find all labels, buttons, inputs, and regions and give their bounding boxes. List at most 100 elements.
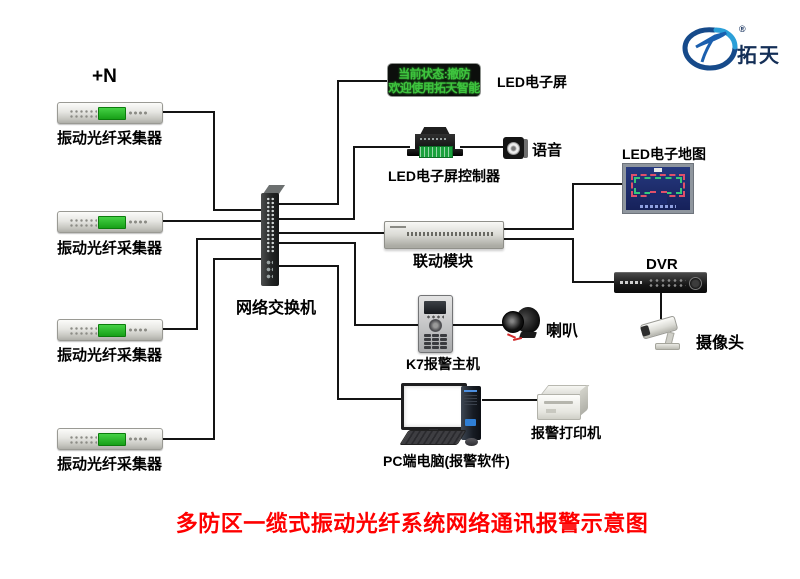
connection-line <box>279 218 355 220</box>
fiber-collector-label-1: 振动光纤采集器 <box>57 130 163 147</box>
led-controller-label: LED电子屏控制器 <box>388 168 500 184</box>
connection-line <box>279 203 339 205</box>
fiber-collector-device-4 <box>57 428 163 450</box>
connection-line <box>449 324 506 326</box>
voice-speaker-device <box>503 137 528 159</box>
linkage-text <box>390 226 406 228</box>
collector-ports <box>128 327 149 333</box>
switch-ports <box>266 197 275 253</box>
collector-ports <box>69 326 97 335</box>
connection-line <box>500 228 574 230</box>
collector-ports <box>69 218 97 227</box>
connection-line <box>337 80 339 205</box>
brand-name: 拓天 <box>737 45 781 67</box>
k7-nav-dial <box>429 319 442 332</box>
pc-tower-stripe <box>464 390 477 392</box>
fiber-collector-label-3: 振动光纤采集器 <box>57 347 163 364</box>
linkage-vents <box>407 232 495 236</box>
pc-monitor <box>401 383 467 437</box>
connection-line <box>572 183 624 185</box>
pc-label: PC端电脑(报警软件) <box>383 453 510 469</box>
k7-leds <box>426 315 444 319</box>
connection-line <box>572 238 574 283</box>
fiber-collector-label-2: 振动光纤采集器 <box>57 240 163 257</box>
connection-line <box>279 232 386 234</box>
connection-line <box>572 281 616 283</box>
connection-line <box>572 183 574 230</box>
connection-line <box>482 399 540 401</box>
switch-ports <box>266 259 273 281</box>
fiber-collector-device-1 <box>57 102 163 124</box>
printer-slot <box>544 401 573 404</box>
network-switch-label: 网络交换机 <box>236 300 317 317</box>
collector-green-display <box>98 216 126 229</box>
collector-ports <box>128 219 149 225</box>
plus-n-annotation: +N <box>92 66 117 87</box>
fiber-collector-device-2 <box>57 211 163 233</box>
horn-speaker-device <box>502 305 544 343</box>
collector-ports <box>69 109 97 118</box>
controller-text <box>420 138 448 140</box>
connection-line <box>279 242 356 244</box>
horn-label: 喇叭 <box>546 323 579 340</box>
dvr-device <box>614 272 707 293</box>
connection-line <box>337 80 390 82</box>
collector-ports <box>128 110 149 116</box>
connection-line <box>158 220 265 222</box>
connection-line <box>500 238 574 240</box>
led-screen-line1: 当前状态:撤防 <box>398 67 470 81</box>
led-map-chip <box>654 168 662 172</box>
dvr-text <box>620 281 642 284</box>
connection-line <box>213 258 215 440</box>
voice-speaker-ring <box>507 142 520 155</box>
led-map-screen <box>626 167 690 210</box>
connection-line <box>353 146 410 148</box>
connection-line <box>279 265 339 267</box>
controller-top <box>420 127 450 135</box>
switch-body <box>261 193 279 286</box>
pc-tower-vents <box>464 395 477 405</box>
controller-terminal-block <box>419 146 453 158</box>
connection-line <box>353 146 355 220</box>
connection-line <box>337 265 339 400</box>
k7-alarm-host-label: K7报警主机 <box>406 356 480 372</box>
brand-logo: ® 拓天 <box>681 24 791 76</box>
collector-ports <box>69 435 97 444</box>
connection-line <box>354 324 420 326</box>
connection-line <box>337 398 404 400</box>
logo-swirl-icon <box>682 27 738 71</box>
connection-line <box>196 238 198 330</box>
collector-ports <box>128 436 149 442</box>
k7-screen <box>424 301 446 314</box>
led-map-display <box>622 163 694 214</box>
connection-line <box>158 111 215 113</box>
voice-speaker-side <box>524 139 528 158</box>
connection-line <box>660 291 662 319</box>
connection-line <box>196 238 265 240</box>
connection-line <box>213 111 215 211</box>
printer-side <box>580 384 588 416</box>
dvr-label: DVR <box>646 256 678 273</box>
alarm-printer-device <box>537 384 590 421</box>
led-screen-display: 当前状态:撤防 欢迎使用拓天智能 <box>387 63 481 97</box>
fiber-collector-device-3 <box>57 319 163 341</box>
network-switch-device <box>258 184 288 288</box>
pc-tower <box>461 386 481 440</box>
voice-label: 语音 <box>532 142 563 159</box>
camera-lens <box>640 324 651 337</box>
pc-tower-panel <box>465 419 476 426</box>
connection-line <box>354 242 356 326</box>
led-screen-label: LED电子屏 <box>497 74 567 90</box>
printer-panel <box>546 409 556 413</box>
led-screen-line2: 欢迎使用拓天智能 <box>388 81 480 95</box>
dvr-buttons <box>648 278 686 288</box>
led-map-label: LED电子地图 <box>622 146 706 162</box>
connection-line <box>460 146 505 148</box>
fiber-collector-label-4: 振动光纤采集器 <box>57 456 163 473</box>
horn-wire <box>512 336 523 342</box>
camera-device <box>639 313 691 353</box>
camera-label: 摄像头 <box>696 335 745 352</box>
collector-green-display <box>98 324 126 337</box>
registered-mark: ® <box>739 24 746 34</box>
